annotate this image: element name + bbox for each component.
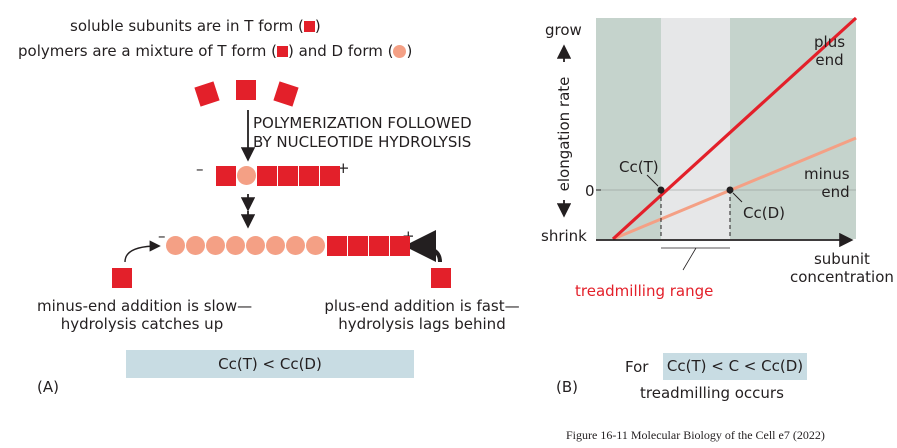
short-filament-minus-sign: – — [196, 160, 204, 178]
t-subunit — [348, 236, 368, 256]
d-subunit — [206, 236, 225, 255]
cc-comparison-text: Cᴄ(T) < Cᴄ(D) — [218, 355, 322, 373]
minus-end-line — [612, 136, 857, 241]
elongation-rate-graph — [556, 16, 858, 271]
incoming-plus-subunit — [431, 268, 451, 288]
plus-end-addition-arrow — [404, 230, 442, 263]
y-axis-grow-label: grow — [545, 21, 582, 39]
treadmilling-range-label: treadmilling range — [575, 282, 714, 300]
t-subunit — [320, 166, 340, 186]
y-axis-label: elongation rate — [555, 76, 573, 192]
t-form-square-icon — [276, 46, 288, 57]
minus-end-description: minus-end addition is slow— hydrolysis c… — [37, 297, 253, 333]
t-subunit — [216, 166, 236, 186]
cc-d-point — [726, 186, 734, 194]
d-subunit — [166, 236, 185, 255]
d-subunit — [286, 236, 305, 255]
cc-t-leader — [646, 174, 659, 187]
y-axis-zero-label: 0 — [585, 182, 595, 200]
plus-end-description: plus-end addition is fast— hydrolysis la… — [324, 297, 520, 333]
y-axis-shrink-label: shrink — [541, 227, 587, 245]
legend-polymer-forms: polymers are a mixture of T form () and … — [18, 42, 413, 60]
panel-a-arrows — [124, 110, 442, 263]
cc-t-point — [657, 186, 665, 194]
t-subunit — [299, 166, 319, 186]
t-subunit — [278, 166, 298, 186]
minus-end-label: minus end — [804, 165, 850, 201]
cc-comparison-box: Cᴄ(T) < Cᴄ(D) — [126, 350, 414, 378]
treadmilling-band — [661, 18, 730, 239]
d-form-circle-icon — [393, 45, 407, 58]
t-subunit — [327, 236, 347, 256]
t-form-square-icon — [303, 21, 315, 32]
t-subunit — [257, 166, 277, 186]
short-filament-plus-sign: + — [337, 159, 350, 177]
d-subunit — [237, 166, 256, 185]
treadmilling-condition-box: Cᴄ(T) < C < Cᴄ(D) — [663, 353, 807, 380]
process-label: POLYMERIZATION FOLLOWED BY NUCLEOTIDE HY… — [253, 114, 472, 151]
treadmilling-range-bracket — [661, 247, 730, 271]
d-subunit — [266, 236, 285, 255]
minus-end-addition-arrow — [124, 240, 161, 263]
incoming-minus-subunit — [112, 268, 132, 288]
cc-d-leader — [732, 192, 743, 203]
plus-end-label: plus end — [814, 33, 846, 69]
x-axis-label: subunit concentration — [790, 250, 894, 286]
long-filament-minus-sign: – — [158, 227, 166, 245]
t-subunit — [369, 236, 389, 256]
cc-t-label: Cᴄ(T) — [619, 158, 659, 176]
panel-b-label: (B) — [556, 378, 578, 396]
for-label: For — [625, 358, 649, 376]
treadmilling-occurs-label: treadmilling occurs — [640, 384, 784, 402]
plus-end-line — [611, 16, 858, 241]
legend-soluble-t-form: soluble subunits are in T form () — [70, 17, 321, 35]
figure-caption: Figure 16-11 Molecular Biology of the Ce… — [566, 428, 825, 442]
d-subunit — [306, 236, 325, 255]
d-subunit — [226, 236, 245, 255]
cc-d-label: Cᴄ(D) — [743, 204, 785, 222]
treadmilling-condition-text: Cᴄ(T) < C < Cᴄ(D) — [666, 357, 804, 375]
d-subunit — [246, 236, 265, 255]
d-subunit — [186, 236, 205, 255]
soluble-subunit — [236, 80, 256, 100]
t-subunit — [390, 236, 410, 256]
panel-a-label: (A) — [37, 378, 59, 396]
